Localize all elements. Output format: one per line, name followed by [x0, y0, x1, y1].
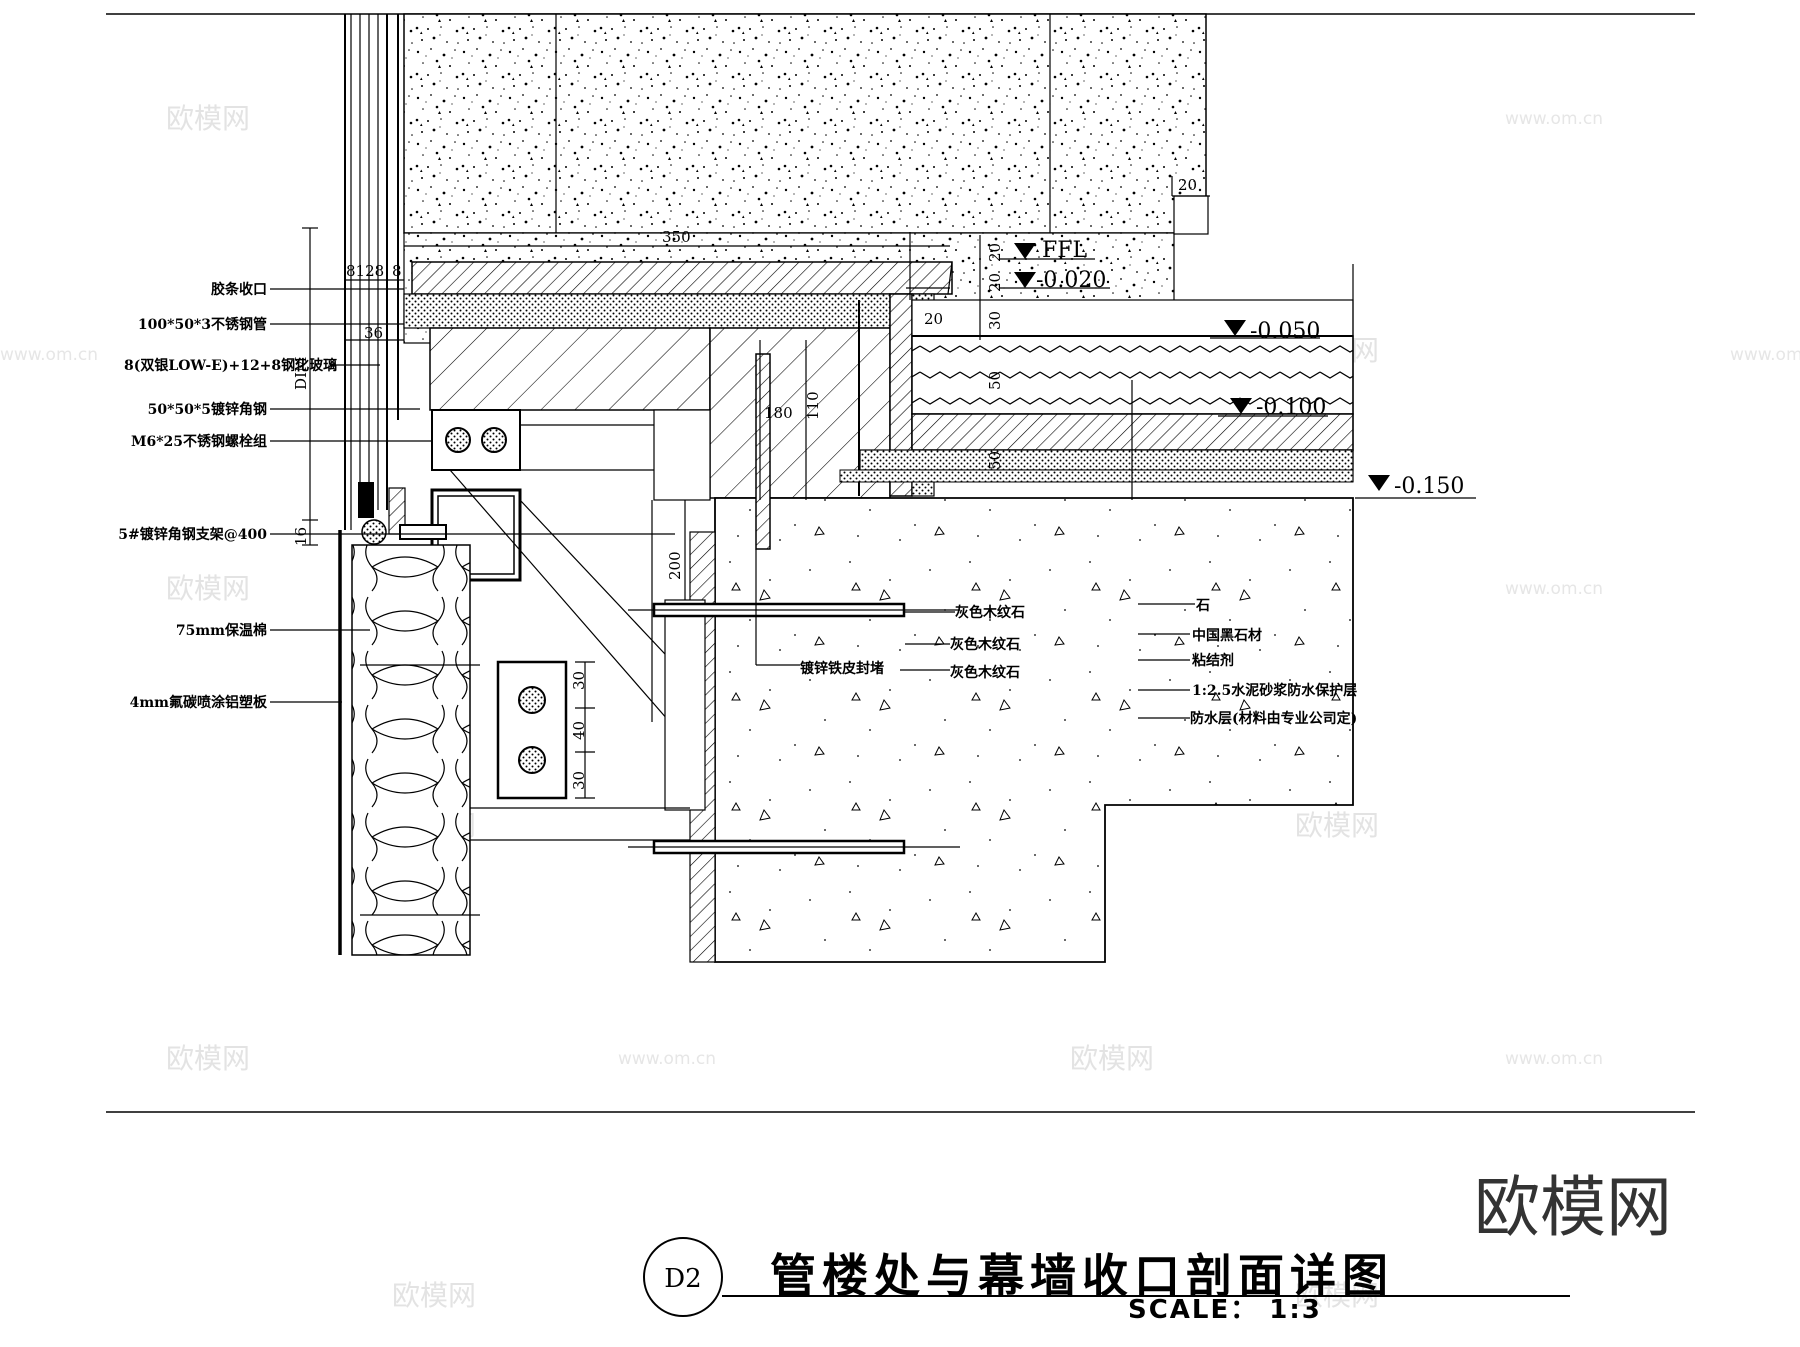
svg-text:欧模网: 欧模网 — [392, 1279, 476, 1312]
lower-concrete-structure — [689, 497, 1354, 963]
label-stone: 石 — [1195, 598, 1210, 614]
label-galvanized-sealing: 镀锌铁皮封堵 — [800, 660, 884, 677]
insulation-and-cladding — [338, 530, 480, 956]
label-waterproof-layer: 防水层(材料由专业公司定) — [1190, 710, 1357, 727]
detail-badge: D2 — [664, 1264, 701, 1294]
svg-text:40: 40 — [570, 721, 588, 740]
title-block: D2 管楼处与幕墙收口剖面详图 SCALE： 1:3 欧模网 — [643, 1169, 1672, 1325]
label-gray-stone-3: 灰色木纹石 — [950, 664, 1020, 681]
label-steel-pipe: 100*50*3不锈钢管 — [138, 316, 267, 333]
svg-text:20: 20 — [924, 310, 943, 328]
dimension-lines — [302, 176, 1173, 799]
svg-text:欧模网: 欧模网 — [1295, 809, 1379, 842]
svg-text:110: 110 — [804, 391, 822, 420]
label-rubber-strip: 胶条收口 — [211, 281, 267, 298]
svg-text:8: 8 — [392, 262, 402, 280]
left-callouts: 胶条收口 100*50*3不锈钢管 8(双银LOW-E)+12+8钢化玻璃 50… — [118, 281, 675, 711]
label-glass: 8(双银LOW-E)+12+8钢化玻璃 — [124, 357, 337, 374]
svg-text:16: 16 — [292, 527, 310, 546]
label-angle-steel: 50*50*5镀锌角钢 — [148, 401, 267, 418]
label-gray-stone-1: 灰色木纹石 — [955, 604, 1025, 621]
svg-text:欧模网: 欧模网 — [166, 1042, 250, 1075]
svg-text:50: 50 — [986, 371, 1004, 390]
svg-text:欧模网: 欧模网 — [166, 102, 250, 135]
svg-text:30: 30 — [570, 671, 588, 690]
brand-logo: 欧模网 — [1474, 1169, 1672, 1246]
label-bracket: 5#镀锌角钢支架@400 — [118, 526, 267, 543]
drawing-scale: SCALE： 1:3 — [1128, 1295, 1322, 1325]
svg-text:www.om.cn: www.om.cn — [618, 1049, 716, 1069]
svg-text:欧模网: 欧模网 — [166, 572, 250, 605]
level-100: -0.100 — [1256, 395, 1326, 420]
level-ffl: FFL — [1042, 238, 1088, 263]
label-black-stone: 中国黑石材 — [1192, 627, 1262, 644]
svg-text:www.om.cn: www.om.cn — [0, 345, 98, 365]
level-050: -0.050 — [1250, 319, 1320, 344]
svg-text:350: 350 — [662, 228, 691, 246]
right-callouts: 石 中国黑石材 粘结剂 1:2.5水泥砂浆防水保护层 防水层(材料由专业公司定) — [1138, 598, 1357, 727]
steel-bracket-assembly — [399, 353, 960, 855]
svg-text:www.om.cn: www.om.cn — [1505, 109, 1603, 129]
svg-text:www.om.cn: www.om.cn — [1505, 1049, 1603, 1069]
level-020: -0.020 — [1036, 268, 1106, 293]
svg-text:DIM: DIM — [292, 357, 310, 390]
dimension-texts: 350 20 20 20 20 30 50 50 36 8128 8 180 1… — [292, 176, 1197, 790]
svg-text:36: 36 — [364, 324, 383, 342]
level-150: -0.150 — [1394, 474, 1464, 499]
label-mortar-layer: 1:2.5水泥砂浆防水保护层 — [1192, 682, 1357, 699]
svg-text:180: 180 — [764, 404, 793, 422]
curtain-wall-mullions — [344, 14, 406, 545]
svg-text:50: 50 — [986, 451, 1004, 470]
svg-text:www.om.cn: www.om.cn — [1730, 345, 1800, 365]
drawing-title: 管楼处与幕墙收口剖面详图 — [770, 1249, 1394, 1303]
svg-text:www.om.cn: www.om.cn — [1505, 579, 1603, 599]
svg-text:200: 200 — [666, 551, 684, 580]
svg-text:20: 20 — [986, 273, 1004, 292]
label-insulation: 75mm保温棉 — [176, 622, 267, 639]
floor-stone-layers — [403, 261, 1354, 499]
mid-callouts: 灰色木纹石 灰色木纹石 灰色木纹石 镀锌铁皮封堵 — [755, 549, 1025, 681]
svg-text:20: 20 — [1178, 176, 1197, 194]
svg-text:8128: 8128 — [346, 262, 384, 280]
label-bolt-group: M6*25不锈钢螺栓组 — [131, 433, 267, 450]
svg-text:20: 20 — [986, 243, 1004, 262]
label-adhesive: 粘结剂 — [1192, 652, 1234, 669]
svg-text:欧模网: 欧模网 — [1070, 1042, 1154, 1075]
label-gray-stone-2: 灰色木纹石 — [950, 636, 1020, 653]
svg-text:30: 30 — [986, 311, 1004, 330]
label-aluminum-panel: 4mm氟碳喷涂铝塑板 — [130, 694, 268, 711]
svg-text:30: 30 — [570, 771, 588, 790]
level-markers: FFL -0.020 -0.050 -0.100 -0.150 — [1000, 238, 1476, 499]
